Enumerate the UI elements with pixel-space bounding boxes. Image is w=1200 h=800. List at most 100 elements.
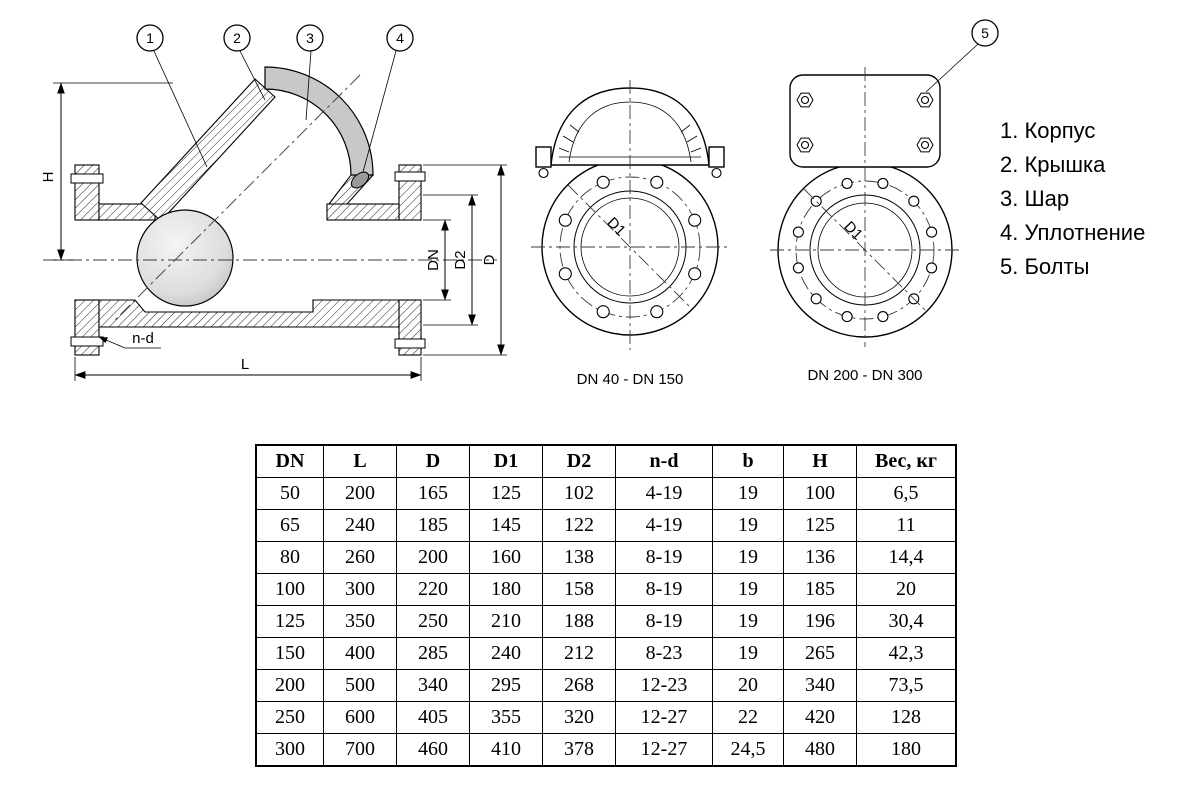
flange-bolt-hole xyxy=(70,336,104,347)
table-cell: 268 xyxy=(542,669,616,702)
table-cell: 8-19 xyxy=(615,541,713,574)
table-cell: 250 xyxy=(255,701,324,734)
table-cell: 420 xyxy=(783,701,857,734)
callout-4: 4 xyxy=(362,24,414,173)
column-header: DN xyxy=(255,444,324,478)
svg-text:1: 1 xyxy=(146,30,154,46)
dim-label-dn: DN xyxy=(425,249,442,271)
table-cell: 700 xyxy=(323,733,397,767)
clamp-bolt xyxy=(538,167,549,179)
table-cell: 100 xyxy=(783,477,857,510)
table-cell: 125 xyxy=(255,605,324,638)
table-cell: 300 xyxy=(323,573,397,606)
table-cell: 42,3 xyxy=(856,637,957,670)
table-cell: 6,5 xyxy=(856,477,957,510)
column-header: D xyxy=(396,444,470,478)
table-cell: 160 xyxy=(469,541,543,574)
table-cell: 165 xyxy=(396,477,470,510)
callout-1: 1 xyxy=(136,24,208,168)
small-view-caption: DN 40 - DN 150 xyxy=(577,371,684,388)
legend-item: 5. Болты xyxy=(1000,254,1090,279)
table-cell: 350 xyxy=(323,605,397,638)
svg-text:3: 3 xyxy=(306,30,314,46)
table-cell: 100 xyxy=(255,573,324,606)
table-cell: 300 xyxy=(255,733,324,767)
table-cell: 12-23 xyxy=(615,669,713,702)
table-cell: 405 xyxy=(396,701,470,734)
dim-label-l: L xyxy=(241,356,249,373)
column-header: Вес, кг xyxy=(856,444,957,478)
front-view-large: D1 5 DN 200 - DN 300 xyxy=(770,19,999,384)
cover-bolt xyxy=(796,92,814,108)
neck-axis-centerline xyxy=(114,74,361,321)
table-cell: 355 xyxy=(469,701,543,734)
table-cell: 122 xyxy=(542,509,616,542)
table-cell: 8-19 xyxy=(615,605,713,638)
d1-diagonal xyxy=(567,184,693,310)
table-cell: 19 xyxy=(712,509,784,542)
table-cell: 285 xyxy=(396,637,470,670)
table-cell: 295 xyxy=(469,669,543,702)
table-cell: 410 xyxy=(469,733,543,767)
dimension-L: L xyxy=(74,356,422,381)
flange-bolt-hole xyxy=(70,173,104,184)
table-cell: 128 xyxy=(856,701,957,734)
callout-3: 3 xyxy=(296,24,324,121)
dimension-D2: D2 xyxy=(423,194,478,326)
table-cell: 24,5 xyxy=(712,733,784,767)
table-cell: 210 xyxy=(469,605,543,638)
table-cell: 19 xyxy=(712,573,784,606)
bolt-holes xyxy=(558,175,702,319)
table-cell: 80 xyxy=(255,541,324,574)
table-cell: 200 xyxy=(396,541,470,574)
front-view-small: D1 DN 40 - DN 150 xyxy=(531,80,729,388)
dim-label-h: H xyxy=(40,172,57,183)
table-cell: 4-19 xyxy=(615,477,713,510)
legend-item: 2. Крышка xyxy=(1000,152,1106,177)
table-cell: 185 xyxy=(396,509,470,542)
dim-label-d2: D2 xyxy=(452,250,469,269)
dome-and-seal xyxy=(264,66,374,189)
dim-label-d: D xyxy=(481,254,498,265)
table-cell: 19 xyxy=(712,541,784,574)
clamp-dome xyxy=(535,87,725,179)
clamp-lug xyxy=(535,146,552,168)
table-cell: 20 xyxy=(856,573,957,606)
column-header: n-d xyxy=(615,444,713,478)
ball xyxy=(136,209,234,307)
table-cell: 240 xyxy=(469,637,543,670)
table-cell: 340 xyxy=(396,669,470,702)
table-cell: 19 xyxy=(712,477,784,510)
column-header: H xyxy=(783,444,857,478)
table-cell: 200 xyxy=(255,669,324,702)
callout-5: 5 xyxy=(925,19,999,93)
table-cell: 19 xyxy=(712,605,784,638)
table-cell: 250 xyxy=(396,605,470,638)
svg-text:2: 2 xyxy=(233,30,241,46)
table-cell: 102 xyxy=(542,477,616,510)
table-cell: 14,4 xyxy=(856,541,957,574)
table-cell: 125 xyxy=(783,509,857,542)
main-cross-section-view: 1 2 3 4 H L n-d DN xyxy=(40,24,507,381)
table-cell: 240 xyxy=(323,509,397,542)
table-cell: 30,4 xyxy=(856,605,957,638)
cover-bolt xyxy=(916,92,934,108)
table-cell: 600 xyxy=(323,701,397,734)
table-cell: 125 xyxy=(469,477,543,510)
dimension-D: D xyxy=(423,164,507,356)
table-cell: 138 xyxy=(542,541,616,574)
column-header: L xyxy=(323,444,397,478)
callout-2: 2 xyxy=(223,24,266,101)
